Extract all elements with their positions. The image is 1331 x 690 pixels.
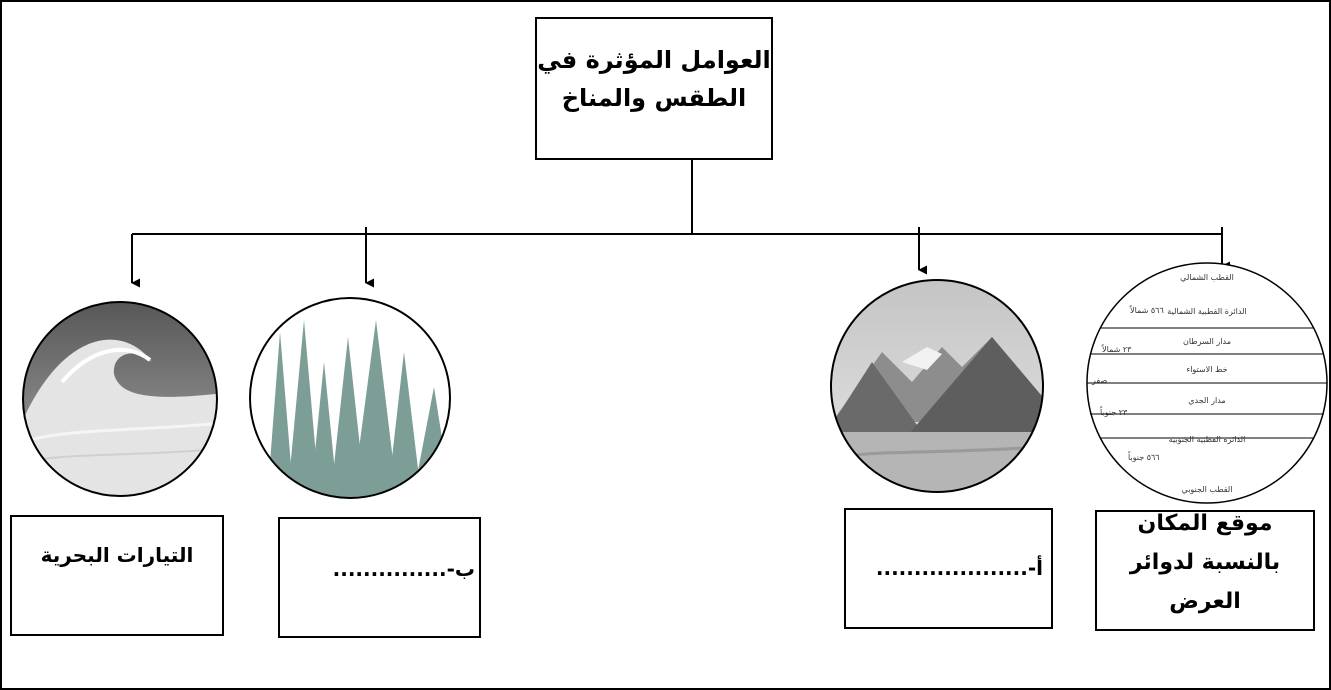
title-line: الطقس والمناخ: [561, 84, 747, 112]
latitude-globe-image: القطب الشمالي الدائرة القطبية الشمالية م…: [1086, 262, 1328, 504]
globe-band-label: القطب الجنوبي: [1182, 485, 1233, 494]
globe-band-label: القطب الشمالي: [1180, 273, 1234, 282]
globe-side-label: ٥٦٦ شمالاً: [1129, 305, 1164, 315]
factor-label-b: ب-...............: [332, 557, 475, 581]
globe-band-label: مدار الجدي: [1188, 396, 1225, 405]
forest-image: [249, 297, 451, 499]
diagram-title: العوامل المؤثرة في الطقس والمناخ: [537, 41, 771, 117]
factor-label-latitude: موقع المكان بالنسبة لدوائر العرض: [1103, 504, 1307, 621]
globe-band-label: الدائرة القطبية الجنوبية: [1169, 435, 1246, 444]
factor-box-currents: التيارات البحرية: [10, 515, 224, 636]
factor-box-latitude: موقع المكان بالنسبة لدوائر العرض: [1095, 510, 1315, 631]
title-line: العوامل المؤثرة في: [537, 46, 771, 74]
factor-label-currents: التيارات البحرية: [40, 543, 194, 567]
globe-band-label: الدائرة القطبية الشمالية: [1167, 307, 1246, 316]
globe-side-label: ٢٣ جنوباً: [1099, 406, 1128, 417]
mountain-image: [830, 279, 1044, 493]
connector-lines: [131, 160, 1231, 288]
globe-side-label: ٢٣ شمالاً: [1101, 344, 1133, 354]
globe-side-label: صفر: [1091, 376, 1107, 385]
factor-label-a: أ-....................: [875, 556, 1043, 580]
globe-band-label: مدار السرطان: [1183, 337, 1231, 346]
title-box: العوامل المؤثرة في الطقس والمناخ: [535, 17, 773, 160]
factor-box-a: أ-....................: [844, 508, 1053, 629]
factor-label-line: بالنسبة لدوائر: [1129, 550, 1281, 575]
ocean-wave-image: [22, 301, 218, 497]
factor-label-line: العرض: [1169, 589, 1241, 614]
globe-band-label: خط الاستواء: [1186, 365, 1227, 374]
factor-label-line: موقع المكان: [1137, 511, 1273, 536]
globe-side-label: ٥٦٦ جنوباً: [1127, 451, 1159, 462]
factor-box-b: ب-...............: [278, 517, 481, 638]
